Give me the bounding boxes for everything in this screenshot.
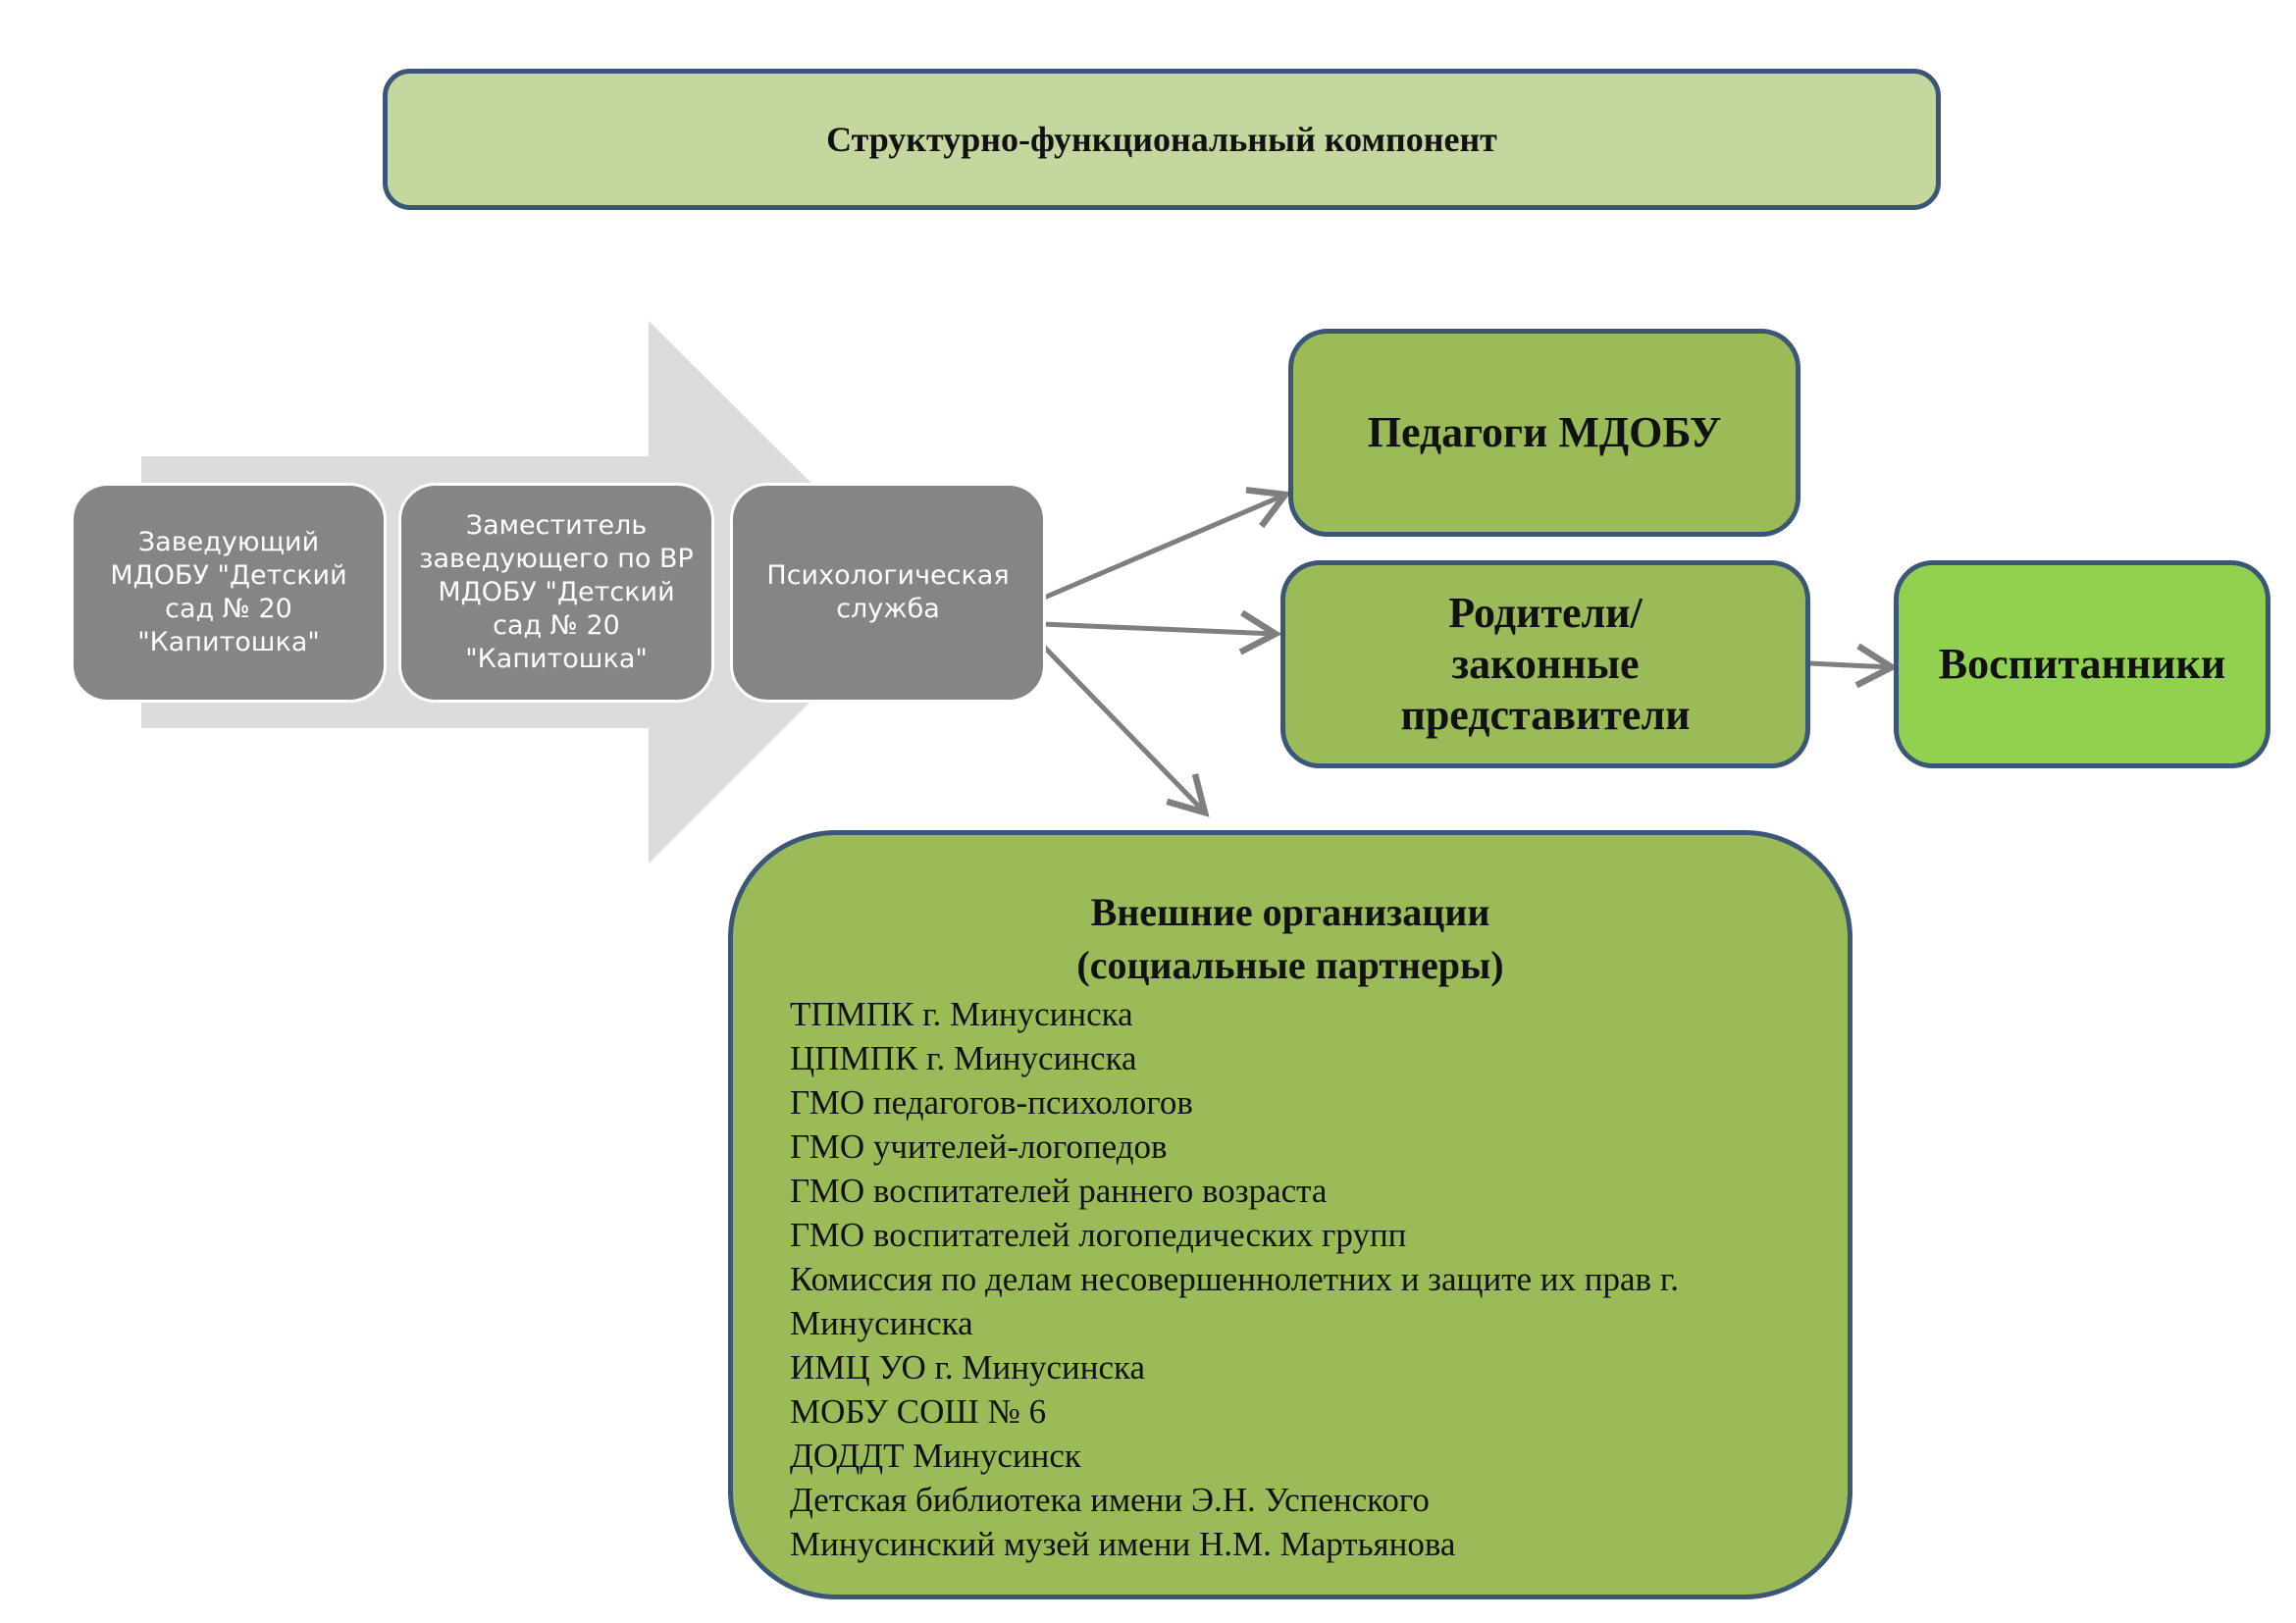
list-item: Детская библиотека имени Э.Н. Успенского — [790, 1481, 1430, 1519]
diagram-title: Структурно-функциональный компонент — [383, 69, 1941, 210]
parents-box: Родители/ законные представители — [1280, 560, 1810, 768]
list-item: ГМО воспитателей раннего возраста — [790, 1172, 1328, 1210]
list-item: ДОДДТ Минусинск — [790, 1437, 1081, 1475]
list-item: МОБУ СОШ № 6 — [790, 1392, 1047, 1431]
list-item: Комиссия по делам несовершеннолетних и з… — [790, 1260, 1679, 1342]
partners-title-line1: Внешние организации — [1090, 890, 1490, 934]
teachers-box: Педагоги МДОБУ — [1288, 329, 1800, 537]
pupils-box: Воспитанники — [1894, 560, 2270, 768]
arrow-to-pupils — [1808, 643, 1899, 689]
arrow-to-teachers — [1041, 487, 1292, 602]
list-item: ГМО учителей-логопедов — [790, 1127, 1168, 1166]
list-item: Минусинский музей имени Н.М. Мартьянова — [790, 1525, 1456, 1563]
partners-box: Внешние организации (социальные партнеры… — [728, 830, 1852, 1599]
arrow-to-parents — [1041, 609, 1282, 655]
arrow-to-partners — [1040, 643, 1210, 817]
list-item: ГМО воспитателей логопедических групп — [790, 1216, 1407, 1254]
chain-psychological-service: Психологическая служба — [730, 483, 1046, 703]
partners-list: ТПМПК г. Минусинска ЦПМПК г. Минусинска … — [790, 992, 1840, 1566]
partners-title: Внешние организации (социальные партнеры… — [733, 886, 1848, 992]
partners-title-line2: (социальные партнеры) — [1076, 943, 1504, 987]
chain-deputy: Заместитель заведующего по ВР МДОБУ "Дет… — [398, 483, 714, 703]
list-item: ЦПМПК г. Минусинска — [790, 1039, 1137, 1077]
list-item: ИМЦ УО г. Минусинска — [790, 1348, 1146, 1387]
list-item: ТПМПК г. Минусинска — [790, 995, 1133, 1033]
chain-head: Заведующий МДОБУ "Детский сад № 20 "Капи… — [71, 483, 387, 703]
list-item: ГМО педагогов-психологов — [790, 1083, 1193, 1122]
